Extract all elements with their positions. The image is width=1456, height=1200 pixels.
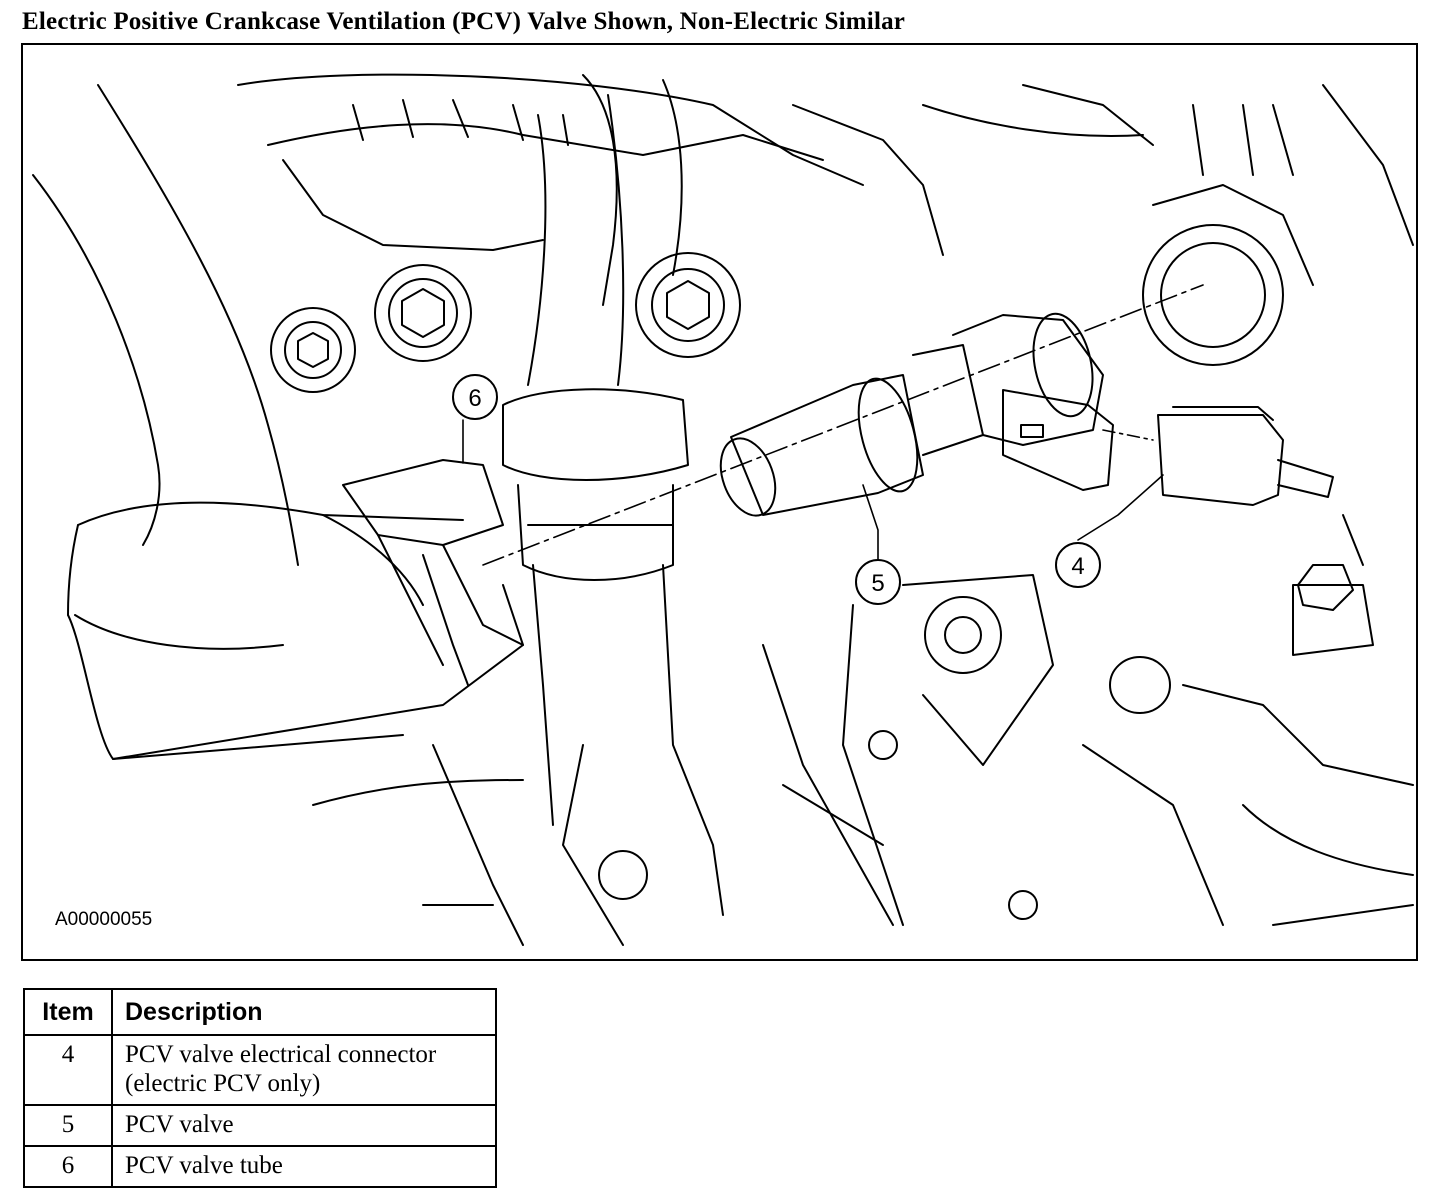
pcv-electrical-connector (1002, 389, 1334, 506)
svg-text:5: 5 (871, 570, 884, 597)
center-hose (502, 94, 724, 916)
item-description: PCV valve tube (111, 1145, 497, 1188)
page-title: Electric Positive Crankcase Ventilation … (22, 8, 906, 35)
item-number: 5 (23, 1104, 113, 1147)
pcv-valve (719, 312, 1104, 517)
table-row: 5 PCV valve (23, 1104, 497, 1147)
legend-table: Item Description 4 PCV valve electrical … (23, 988, 497, 1188)
table-row: 4 PCV valve electrical connector (electr… (23, 1034, 497, 1106)
callout-4: 4 (1055, 542, 1101, 588)
pcv-valve-illustration: 6 5 4 (32, 73, 1414, 946)
table-row: 6 PCV valve tube (23, 1145, 497, 1188)
callout-5: 5 (855, 559, 901, 605)
item-number: 4 (23, 1034, 113, 1106)
item-description: PCV valve (111, 1104, 497, 1147)
callout-leaders (462, 419, 1164, 566)
item-number: 6 (23, 1145, 113, 1188)
connector-centerline (1102, 429, 1154, 441)
lower-engine-detail (312, 574, 1224, 946)
svg-text:6: 6 (468, 385, 481, 412)
pcv-valve-tube (322, 459, 524, 686)
illustration-frame: 6 5 4 A00000055 (21, 43, 1418, 961)
item-description: PCV valve electrical connector (electric… (111, 1034, 497, 1106)
description-header: Description (111, 988, 497, 1036)
alignment-centerline (482, 284, 1204, 566)
item-header: Item (23, 988, 113, 1036)
figure-id: A00000055 (55, 909, 153, 930)
intake-hose (32, 84, 524, 760)
legend-header-row: Item Description (23, 988, 497, 1036)
manifold-bolts (270, 252, 741, 393)
engine-block-right (1109, 84, 1414, 926)
svg-text:4: 4 (1071, 553, 1084, 580)
callout-6: 6 (452, 374, 498, 420)
